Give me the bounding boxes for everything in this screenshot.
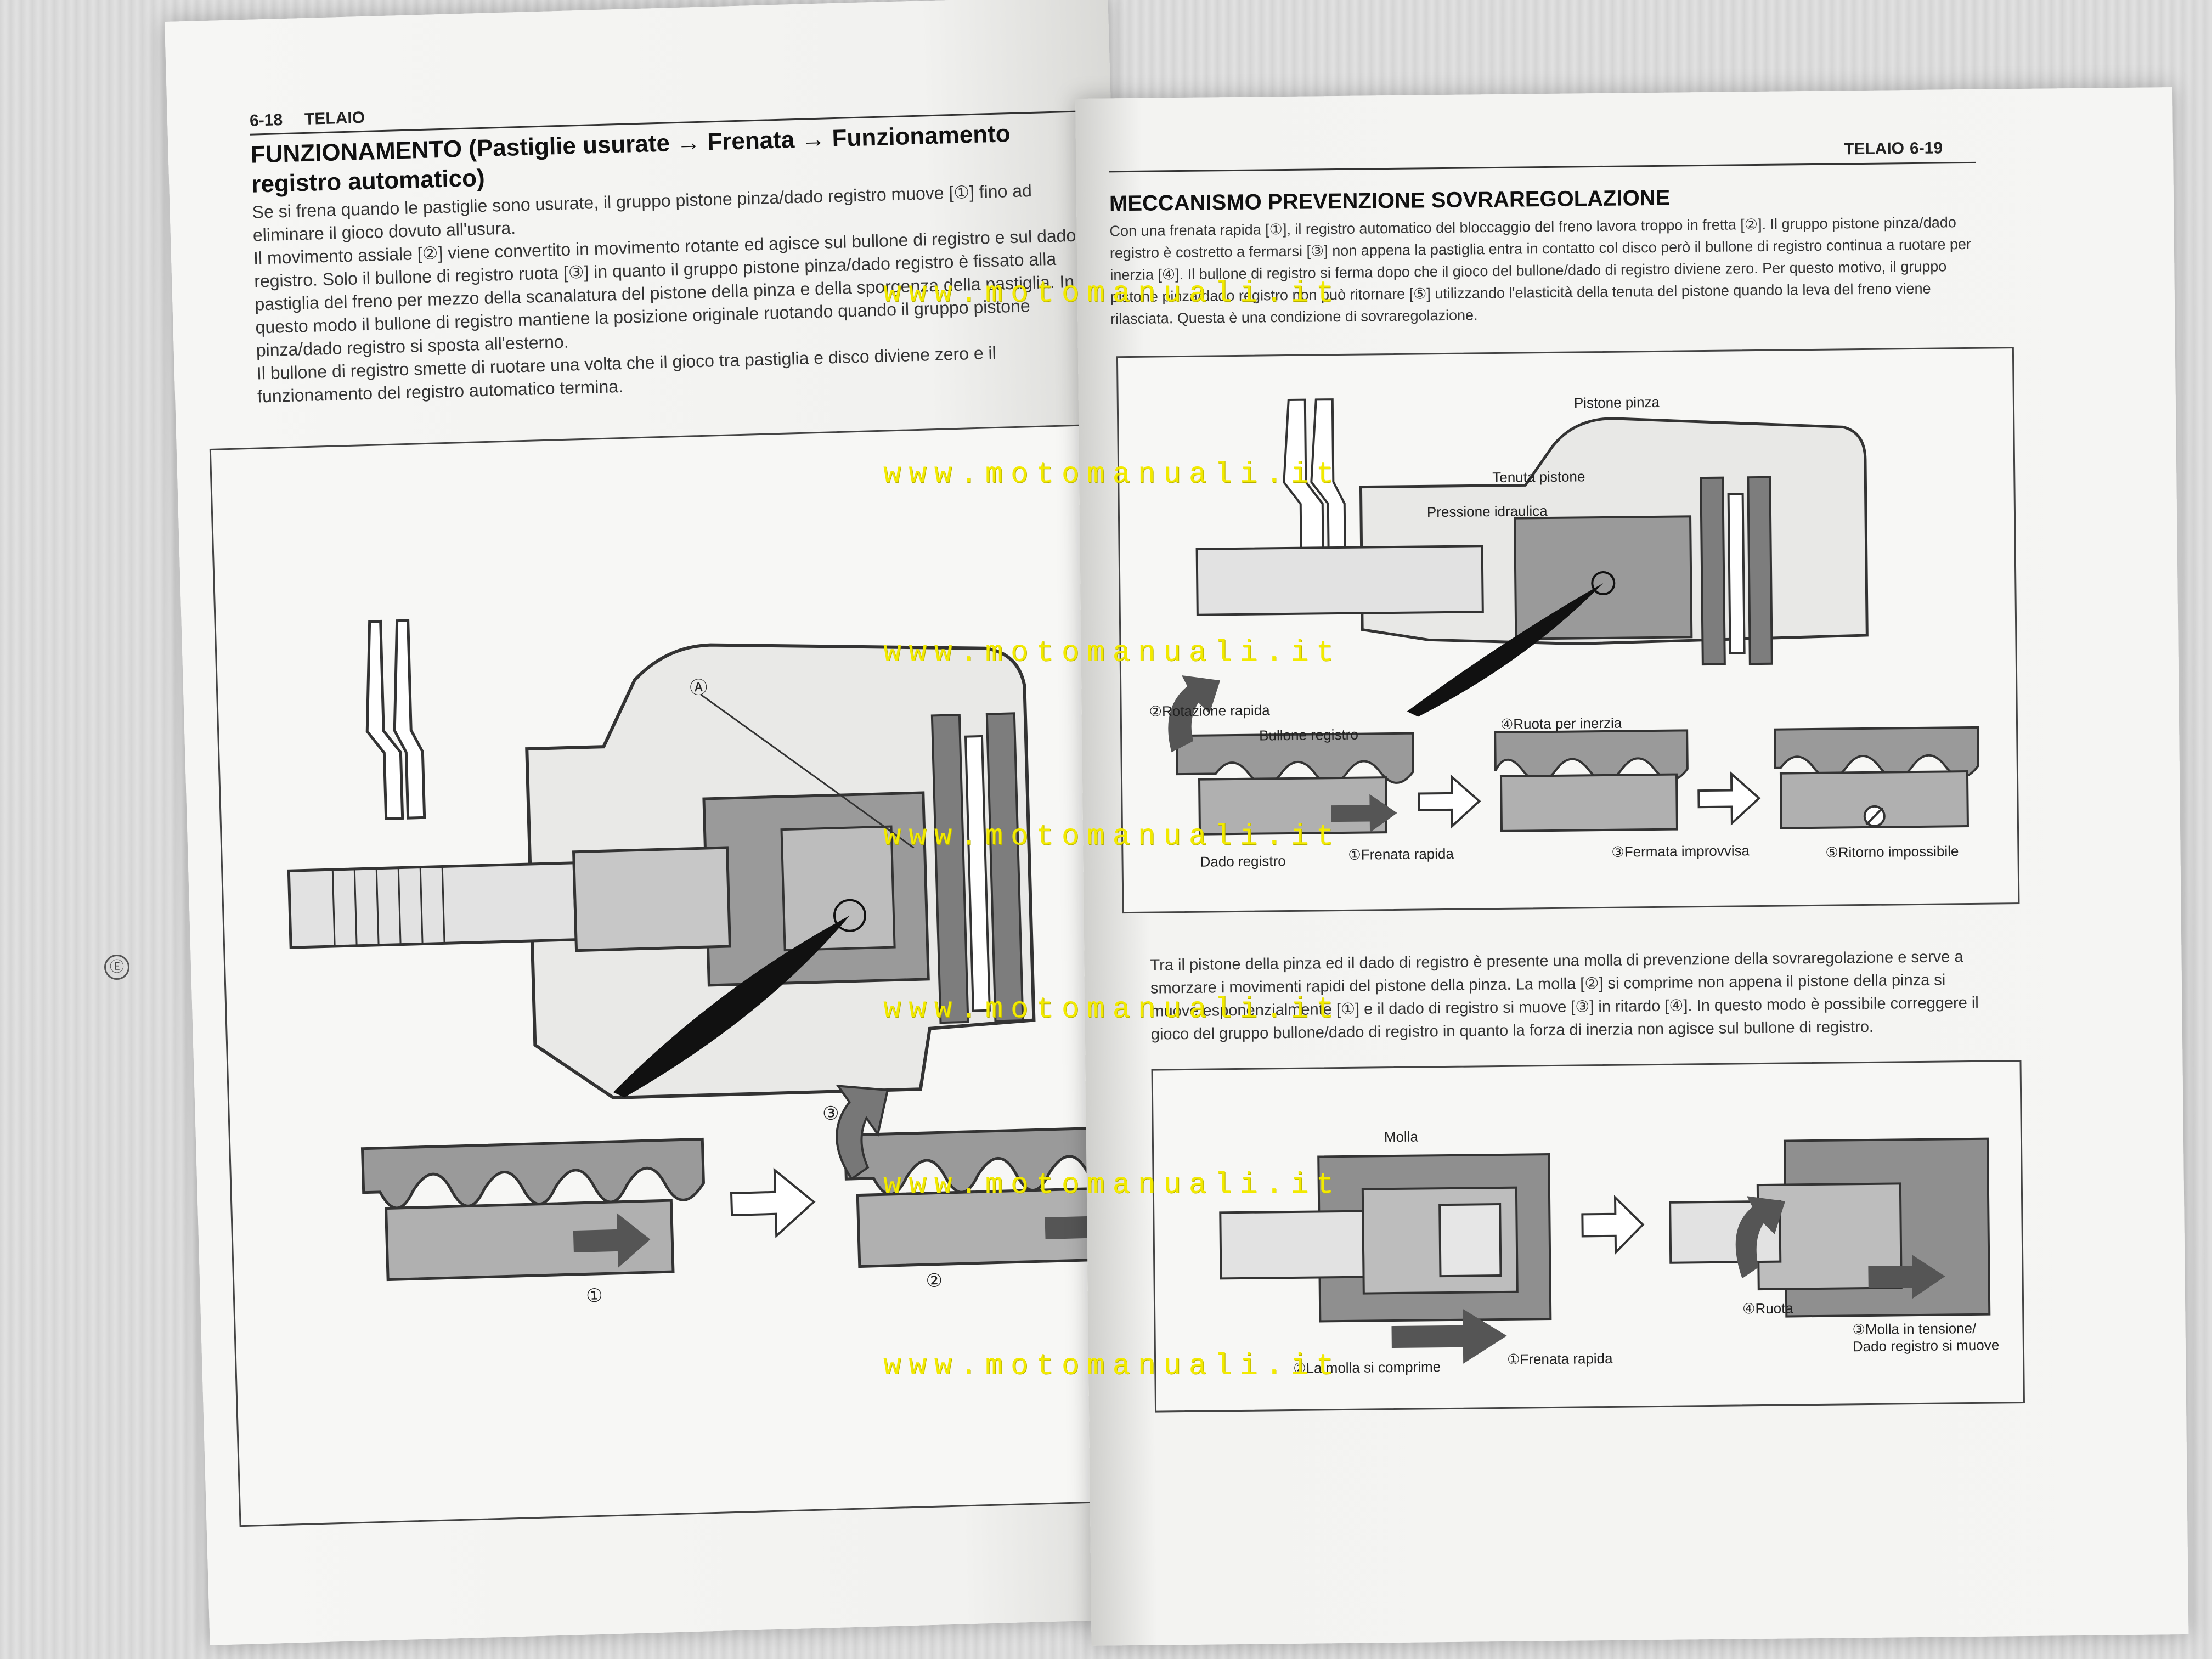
label-dado-registro: Dado registro xyxy=(1200,853,1286,870)
watermark-3: www.motomanuali.it xyxy=(883,636,1342,670)
watermark-4: www.motomanuali.it xyxy=(883,820,1342,854)
right-paragraph-1: Con una frenata rapida [①], il registro … xyxy=(1109,214,1972,328)
label-step-1: ① xyxy=(585,1285,603,1307)
overadjust-diagram xyxy=(1168,398,1979,836)
label-fermata-improvvisa: ③Fermata improvvisa xyxy=(1611,842,1750,860)
watermark-2: www.motomanuali.it xyxy=(883,458,1342,492)
label-molla-tensione: ③Molla in tensione/ Dado registro si muo… xyxy=(1852,1319,2000,1355)
label-pistone-pinza: Pistone pinza xyxy=(1573,393,1660,411)
left-page-number: 6-18 xyxy=(249,111,283,130)
label-step-2: ② xyxy=(926,1270,943,1292)
label-molla: Molla xyxy=(1384,1128,1419,1146)
label-pressione-idraulica: Pressione idraulica xyxy=(1426,503,1548,521)
right-header-rule xyxy=(1109,161,1976,173)
label-frenata-rapida: ①Frenata rapida xyxy=(1348,845,1454,863)
left-section-name: TELAIO xyxy=(304,108,365,128)
watermark-5: www.motomanuali.it xyxy=(883,993,1342,1026)
label-ruota-inerzia: ④Ruota per inerzia xyxy=(1500,714,1622,732)
label-bullone-registro: Bullone registro xyxy=(1259,726,1358,744)
overadjust-figure: Pistone pinza Tenuta pistone Pressione i… xyxy=(1116,347,2020,914)
spring-diagram xyxy=(1219,1137,1991,1364)
label-ruota: ④Ruota xyxy=(1742,1300,1794,1317)
side-mark-e: Ⓔ xyxy=(104,955,129,980)
label-frenata-rapida-2: ①Frenata rapida xyxy=(1506,1350,1613,1368)
label-tenuta-pistone: Tenuta pistone xyxy=(1492,468,1585,486)
right-page-number: 6-19 xyxy=(1909,139,1943,158)
left-page: 6-18 TELAIO FUNZIONAMENTO (Pastiglie usu… xyxy=(165,0,1153,1645)
label-ritorno-impossibile: ⑤Ritorno impossibile xyxy=(1825,843,1959,861)
label-rotazione-rapida: ②Rotazione rapida xyxy=(1149,702,1270,720)
watermark-6: www.motomanuali.it xyxy=(883,1169,1342,1202)
caliper-figure: Ⓐ ① ② ③ xyxy=(209,424,1153,1527)
right-section-title: MECCANISMO PREVENZIONE SOVRAREGOLAZIONE xyxy=(1109,185,1671,216)
label-a: Ⓐ xyxy=(689,677,708,698)
right-section-name: TELAIO xyxy=(1843,139,1905,159)
caliper-diagram xyxy=(287,619,1153,1282)
spring-figure: Molla ②La molla si comprime ①Frenata rap… xyxy=(1151,1060,2025,1413)
watermark-7: www.motomanuali.it xyxy=(883,1350,1342,1383)
right-page: TELAIO 6-19 MECCANISMO PREVENZIONE SOVRA… xyxy=(1075,87,2189,1646)
watermark-1: www.motomanuali.it xyxy=(883,277,1342,311)
label-step-3: ③ xyxy=(822,1103,840,1125)
